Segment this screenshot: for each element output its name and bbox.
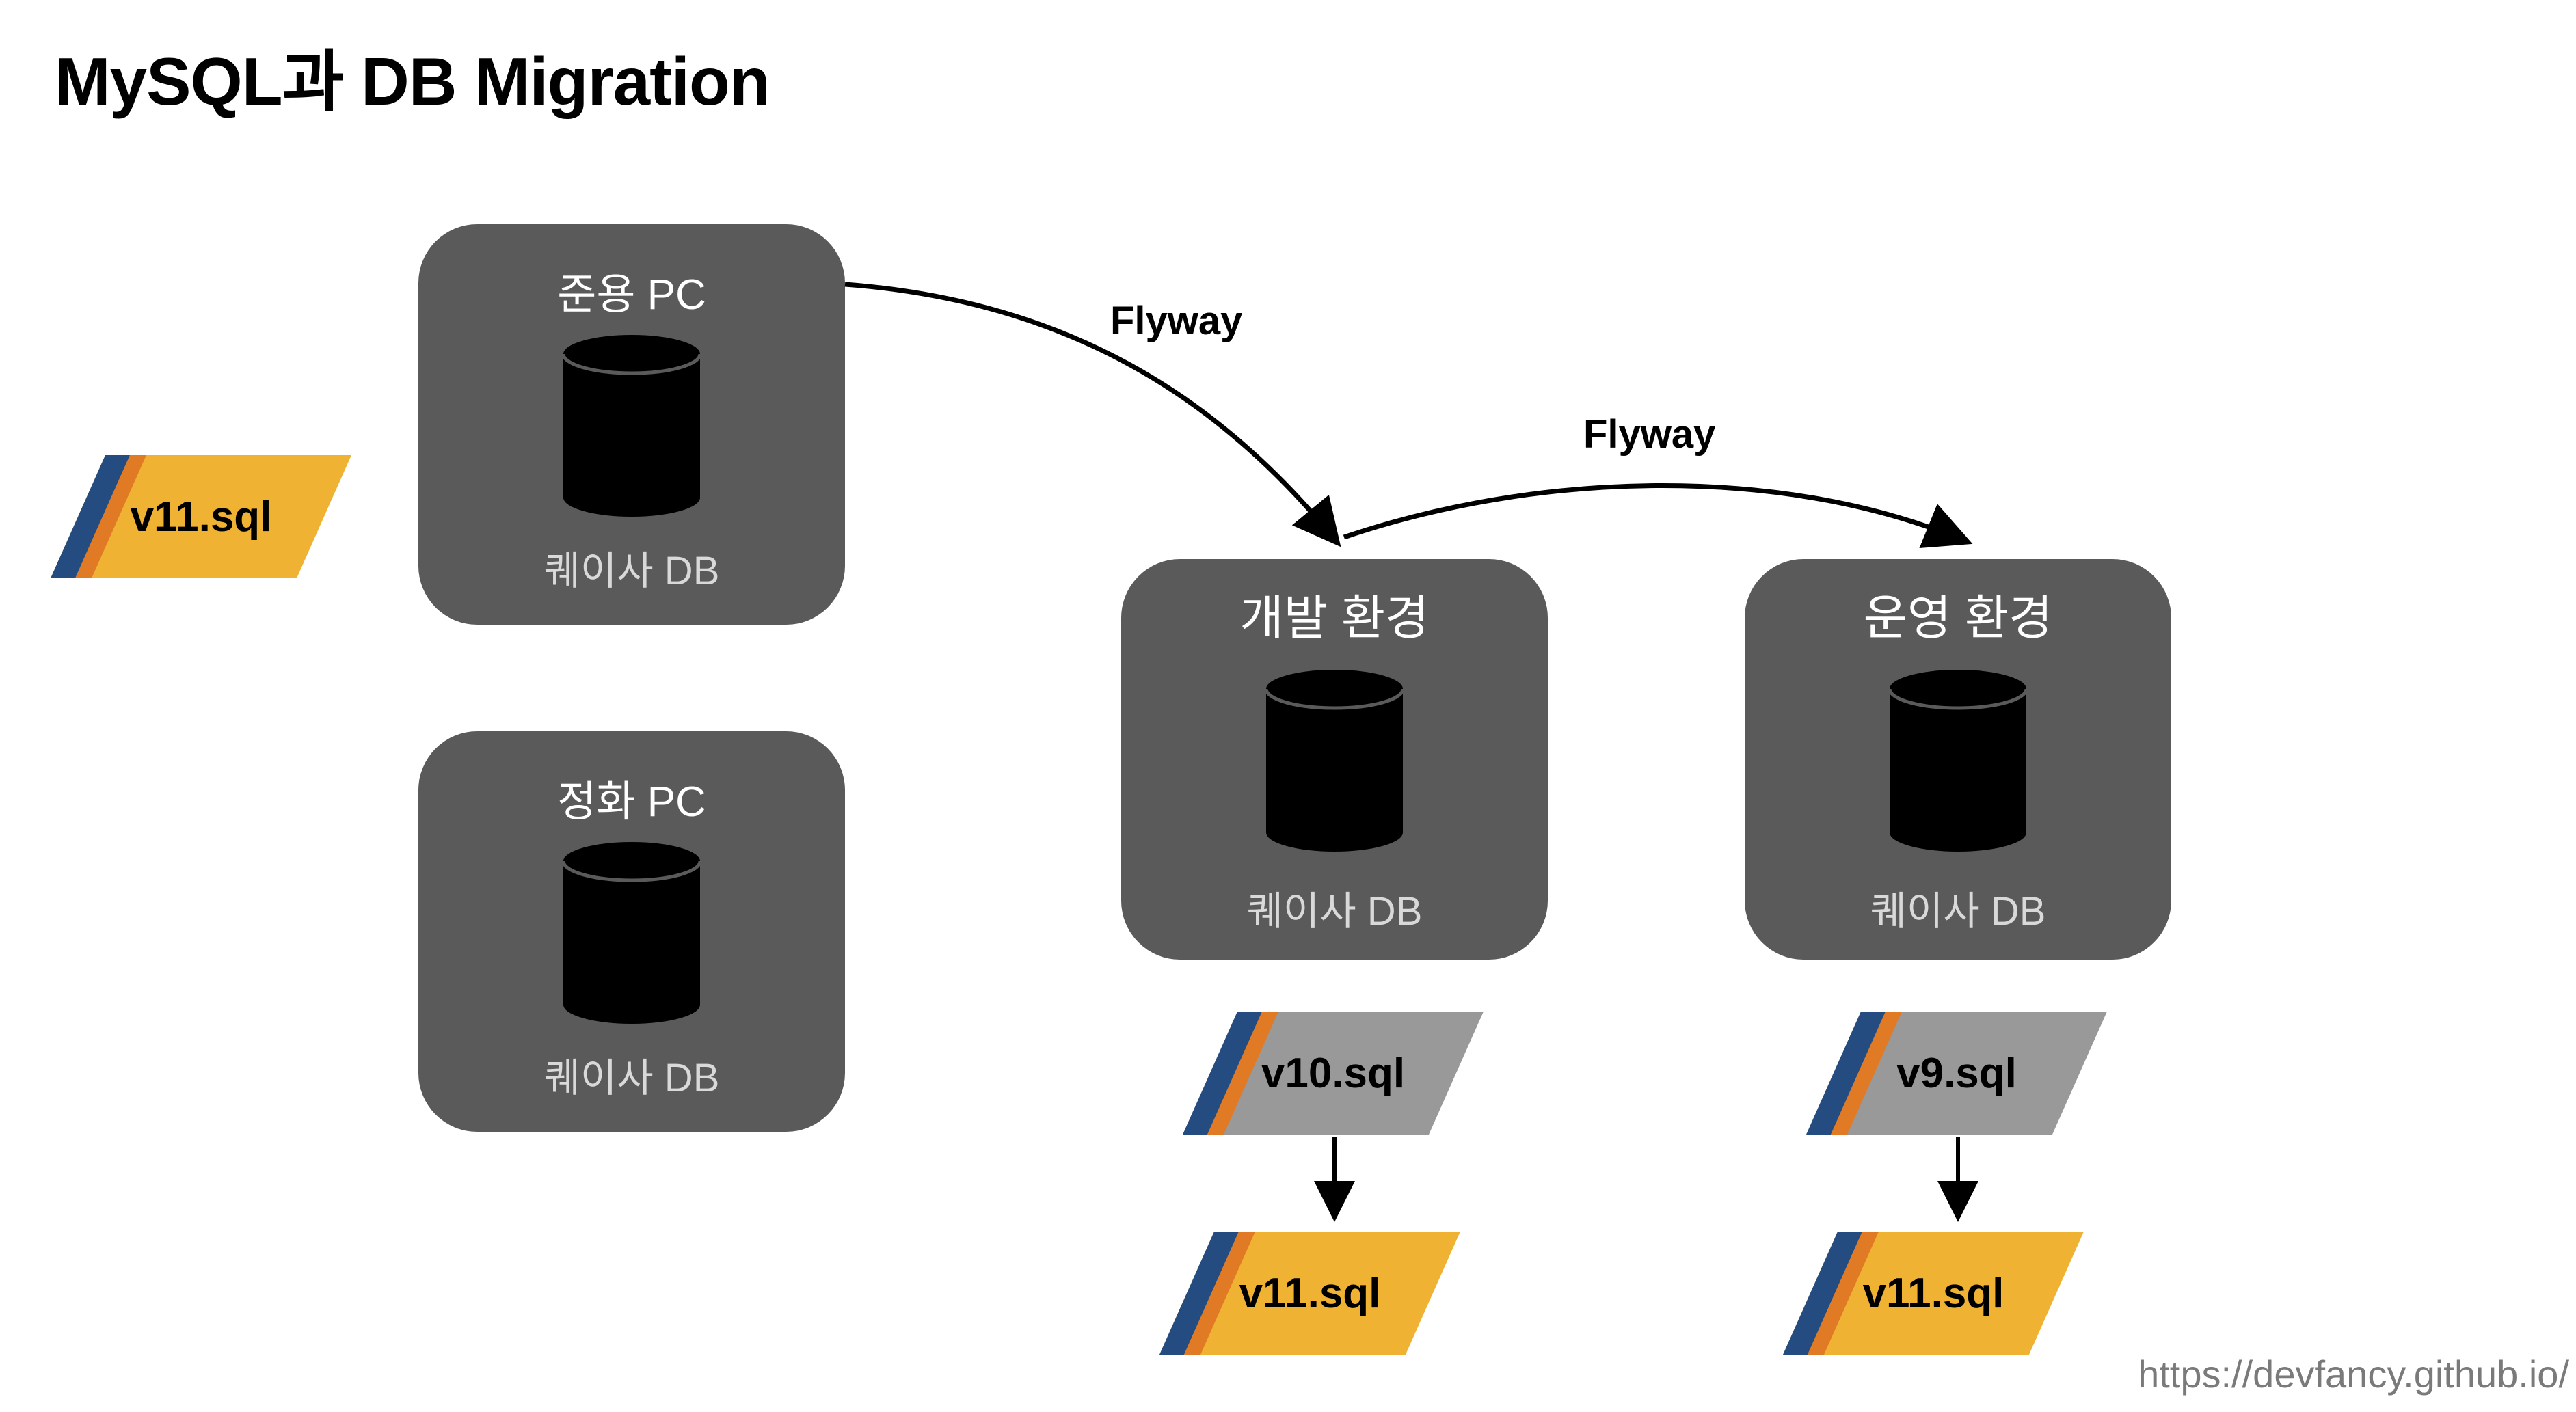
file-local-label: v11.sql [130, 493, 272, 541]
sql-file-icon [1159, 1232, 1460, 1355]
jeonghwa-db-label: 퀘이사 DB [544, 1056, 720, 1100]
prod-environment-label: 운영 환경 [1863, 591, 2053, 644]
file-dev-current-label: v10.sql [1261, 1049, 1406, 1097]
file-dev-next: v11.sql [1159, 1232, 1460, 1355]
jeonghwa-pc-label: 정화 PC [557, 778, 706, 826]
dev-db-label: 퀘이사 DB [1246, 889, 1423, 934]
file-dev-current: v10.sql [1183, 1012, 1484, 1135]
prod-db-label: 퀘이사 DB [1870, 889, 2046, 934]
junyong-db-label: 퀘이사 DB [544, 549, 720, 593]
junyong-pc-box: 준용 PC 퀘이사 DB [418, 224, 845, 625]
file-dev-next-label: v11.sql [1239, 1269, 1381, 1317]
footer-url[interactable]: https://devfancy.github.io/ [2138, 1353, 2569, 1396]
database-icon [1888, 670, 2028, 852]
jeonghwa-pc-box: 정화 PC 퀘이사 DB [418, 731, 845, 1132]
prod-environment-box: 운영 환경 퀘이사 DB [1745, 559, 2171, 960]
sql-file-icon [1183, 1012, 1484, 1135]
dev-environment-label: 개발 환경 [1239, 591, 1430, 644]
page-title: MySQL과 DB Migration [55, 44, 770, 119]
junyong-pc-label: 준용 PC [557, 271, 706, 318]
file-local-v11: v11.sql [51, 455, 351, 578]
file-prod-current-label: v9.sql [1896, 1049, 2017, 1097]
dev-environment-box: 개발 환경 퀘이사 DB [1121, 559, 1548, 960]
flyway-arrow-to-dev [844, 282, 1341, 547]
sql-file-icon [1806, 1012, 2107, 1135]
flyway-label-2: Flyway [1583, 412, 1716, 457]
file-prod-current: v9.sql [1806, 1012, 2107, 1135]
file-prod-next: v11.sql [1783, 1232, 2084, 1355]
flyway-label-1: Flyway [1110, 299, 1243, 343]
flyway-arrow-to-prod [1343, 483, 1973, 549]
database-icon [561, 842, 702, 1024]
sql-file-icon [51, 455, 351, 578]
sql-file-icon [1783, 1232, 2084, 1355]
file-prod-next-label: v11.sql [1862, 1269, 2004, 1317]
database-icon [1264, 670, 1405, 852]
database-icon [561, 335, 702, 517]
